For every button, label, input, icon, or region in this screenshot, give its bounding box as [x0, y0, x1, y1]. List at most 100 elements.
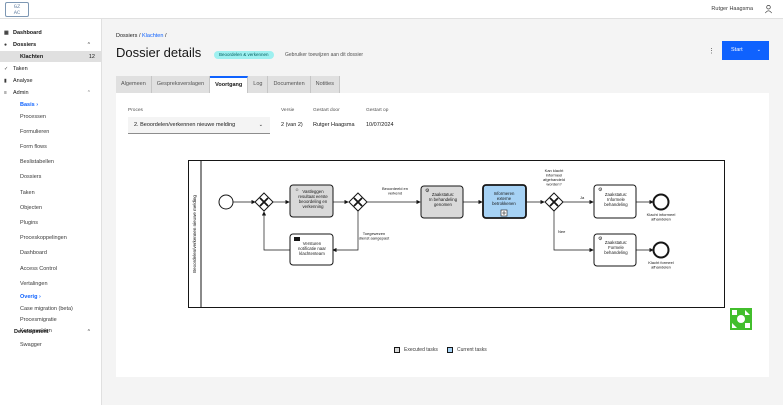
chevron-down-icon: ⌄	[258, 122, 263, 128]
sidebar: ▦Dashboard ●Dossiers ⌃ Klachten 12 ✓Take…	[0, 19, 102, 405]
sidebar-item-admin[interactable]: ≡ Admin ⌃	[4, 87, 97, 98]
bpmn-diagram[interactable]: Beoordelen/verkennen nieuwe melding ☺ Va…	[188, 160, 725, 308]
sidebar-item-dashboard[interactable]: ▦Dashboard	[4, 27, 97, 38]
tab-gespreksverslagen[interactable]: Gespreksverslagen	[151, 76, 211, 93]
legend-executed-label: Executed tasks	[404, 347, 438, 353]
legend-executed: Executed tasks	[394, 347, 438, 353]
sidebar-item-keuzevelden[interactable]: Keuzevelden	[20, 327, 52, 334]
logo-text-top: GZ	[13, 3, 21, 10]
gear-icon: ⚙	[598, 236, 603, 242]
gestart-op-label: Gestart op	[366, 108, 389, 113]
sidebar-item-dossiers[interactable]: ● Dossiers ⌃	[4, 39, 97, 50]
sidebar-item-basis[interactable]: Basis ›	[20, 101, 39, 108]
sidebar-item-development[interactable]: Development ⌃	[14, 326, 97, 337]
sidebar-item-klachten[interactable]: Klachten 12	[0, 51, 101, 62]
top-bar: GZ AC Rutger Haagsma	[0, 0, 783, 19]
flow-ja-label: Ja	[580, 195, 585, 200]
tab-notities[interactable]: Notities	[310, 76, 340, 93]
dossiers-icon: ●	[4, 41, 8, 48]
sidebar-item-plugins[interactable]: Plugins	[20, 219, 39, 226]
app-logo[interactable]: GZ AC	[5, 2, 29, 17]
breadcrumb-klachten[interactable]: Klachten	[142, 33, 164, 39]
dashboard-icon: ▦	[4, 29, 9, 36]
sidebar-item-taken[interactable]: ✓Taken	[4, 63, 97, 74]
gestart-op-value: 10/07/2024	[366, 122, 394, 128]
end-event-informeel[interactable]	[652, 193, 670, 211]
user-name[interactable]: Rutger Haagsma	[711, 6, 753, 12]
bpmn-toolkit-icon[interactable]	[730, 308, 752, 330]
sidebar-item-processen[interactable]: Processen	[20, 113, 46, 120]
executed-swatch	[394, 347, 400, 353]
sidebar-item-beslistabellen[interactable]: Beslistabellen	[20, 159, 54, 166]
pool	[188, 160, 725, 308]
sidebar-item-case-migration-beta[interactable]: Case migration (beta)	[20, 305, 73, 312]
versie-value: 2 (van 2)	[281, 122, 303, 128]
chevron-up-icon: ⌃	[86, 41, 91, 48]
sidebar-item-dossiers[interactable]: Dossiers	[20, 174, 42, 181]
legend-current-label: Current tasks	[457, 347, 487, 353]
sidebar-item-taken[interactable]: Taken	[20, 189, 35, 196]
gateway-3[interactable]	[544, 192, 564, 212]
chevron-up-icon: ⌃	[86, 89, 91, 96]
sidebar-item-procesmigratie[interactable]: Procesmigratie	[20, 316, 57, 323]
legend-current: Current tasks	[447, 347, 487, 353]
breadcrumb-separator: /	[138, 33, 141, 39]
assign-user-link[interactable]: Gebruiker toewijzen aan dit dossier	[285, 52, 364, 58]
flow-nee-label: Nee	[558, 229, 566, 234]
tab-log[interactable]: Log	[248, 76, 269, 93]
gestart-door-label: Gestart door	[313, 108, 340, 113]
sidebar-item-formulieren[interactable]: Formulieren	[20, 128, 50, 135]
sidebar-item-label: Dossiers	[13, 41, 37, 48]
sidebar-item-form-flows[interactable]: Form flows	[20, 143, 47, 150]
tab-voortgang[interactable]: Voortgang	[210, 76, 249, 93]
page-title: Dossier details	[116, 45, 202, 60]
lane-label: Beoordelen/verkennen nieuwe melding	[192, 195, 197, 273]
sidebar-item-vertalingen[interactable]: Vertalingen	[20, 280, 48, 287]
settings-icon: ≡	[4, 89, 7, 96]
sidebar-item-label: Taken	[13, 65, 28, 72]
process-select-value: 2. Beoordelen/verkennen nieuwe melding	[134, 122, 236, 128]
overflow-menu-icon[interactable]: ⋮	[708, 48, 715, 55]
sidebar-item-proceskoppelingen[interactable]: Proceskoppelingen	[20, 235, 67, 242]
sidebar-item-swagger[interactable]: Swagger	[20, 341, 42, 348]
end-event-formeel[interactable]	[652, 241, 670, 259]
sidebar-item-dashboard[interactable]: Dashboard	[20, 250, 47, 257]
breadcrumb-dossiers[interactable]: Dossiers	[116, 33, 138, 39]
sidebar-item-overig[interactable]: Overig ›	[20, 293, 41, 300]
sidebar-item-label: Klachten	[20, 53, 44, 60]
start-event[interactable]	[218, 194, 234, 210]
process-select[interactable]: 2. Beoordelen/verkennen nieuwe melding ⌄	[128, 117, 270, 134]
gear-icon: ⚙	[598, 187, 603, 193]
sidebar-item-objecten[interactable]: Objecten	[20, 204, 43, 211]
sidebar-item-label: Admin	[13, 89, 29, 96]
proces-label: Proces	[128, 108, 143, 113]
sidebar-item-analyse[interactable]: ▮Analyse	[4, 75, 97, 86]
sidebar-item-access-control[interactable]: Access Control	[20, 265, 57, 272]
status-badge: Beoordelen & verkennen	[214, 51, 274, 59]
gateway-1[interactable]	[254, 192, 274, 212]
versie-label: Versie	[281, 108, 295, 113]
gear-icon: ⚙	[425, 188, 430, 194]
tab-algemeen[interactable]: Algemeen	[116, 76, 152, 93]
user-icon[interactable]	[764, 4, 773, 14]
start-button[interactable]: Start ⌄	[722, 41, 769, 60]
sidebar-item-label: Development	[14, 328, 49, 335]
tab-documenten[interactable]: Documenten	[268, 76, 311, 93]
